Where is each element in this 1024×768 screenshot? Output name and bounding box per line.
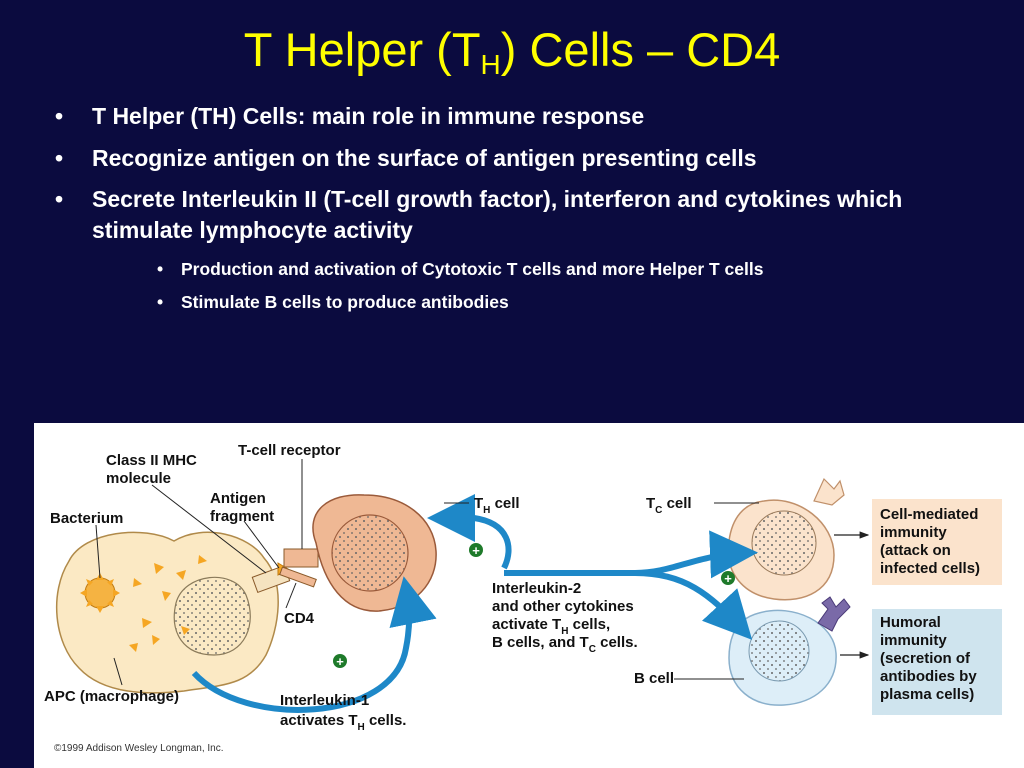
il2-line2: and other cytokines <box>492 598 634 615</box>
cell-mediated-box <box>872 499 1002 585</box>
b-nucleus <box>748 620 810 682</box>
il2-self-arrow <box>427 494 512 570</box>
svg-text:+: + <box>336 654 344 669</box>
tc-cell-label: TC cell <box>646 495 692 516</box>
bullet-2: •Recognize antigen on the surface of ant… <box>55 145 757 171</box>
cd4-molecule <box>279 566 317 588</box>
cm-line3: (attack on <box>880 542 951 559</box>
humoral-box <box>872 609 1002 715</box>
svg-text:+: + <box>472 543 480 558</box>
il2-line1: Interleukin-2 <box>492 580 581 597</box>
il1-arrow <box>191 576 437 713</box>
bacterium-icon <box>80 573 120 613</box>
antibody-icon <box>817 596 851 632</box>
cd4-label: CD4 <box>284 610 315 627</box>
hum-line1: Humoral <box>880 614 941 631</box>
th-nucleus <box>331 514 409 592</box>
leader-lines <box>95 459 759 686</box>
apc-label: APC (macrophage) <box>44 688 179 705</box>
il2-split-arrow <box>504 530 758 579</box>
apc-nucleus <box>173 576 251 656</box>
plus-icon-2: + <box>721 571 735 586</box>
il2-line3: activate TH cells, <box>492 616 610 637</box>
antigen-fragments <box>129 555 207 652</box>
copyright-text: ©1999 Addison Wesley Longman, Inc. <box>54 743 224 754</box>
bullet-1: •T Helper (TH) Cells: main role in immun… <box>55 103 645 129</box>
page-title: T Helper (TH) Cells – CD4 <box>243 23 781 80</box>
cm-line2: immunity <box>880 524 947 541</box>
hum-line2: immunity <box>880 632 947 649</box>
il1-line1: Interleukin-1 <box>280 692 369 709</box>
il2-line4: B cells, and TC cells. <box>492 634 638 655</box>
sub-bullet-2: •Stimulate B cells to produce antibodies <box>157 292 509 312</box>
class2-mhc-label-1: Class II MHC <box>106 452 197 469</box>
tc-receptor <box>813 477 845 506</box>
b-cell-label: B cell <box>634 670 674 687</box>
hum-line4: antibodies by <box>880 668 977 685</box>
plus-icon-3: + <box>333 654 347 669</box>
il1-line2: activates TH cells. <box>280 712 406 733</box>
cm-line1: Cell-mediated <box>880 506 978 523</box>
hum-line5: plasma cells) <box>880 686 974 703</box>
tc-nucleus <box>751 510 817 576</box>
sub-bullet-1: •Production and activation of Cytotoxic … <box>157 259 764 279</box>
antigen-label-2: fragment <box>210 508 274 525</box>
il2-b-arrow <box>633 570 753 640</box>
bullet-3: •Secrete Interleukin II (T-cell growth f… <box>55 186 903 243</box>
hum-line3: (secretion of <box>880 650 971 667</box>
cm-line4: infected cells) <box>880 560 980 577</box>
svg-text:+: + <box>724 571 732 586</box>
th-cell-label: TH cell <box>474 495 520 516</box>
figure-svg: + + + Class II MHC molecule T-cell recep… <box>44 442 1002 754</box>
bacterium-label: Bacterium <box>50 510 123 527</box>
tcell-receptor-label: T-cell receptor <box>238 442 341 459</box>
class2-mhc-label-2: molecule <box>106 470 171 487</box>
antigen-label-1: Antigen <box>210 490 266 507</box>
immune-response-figure: + + + Class II MHC molecule T-cell recep… <box>34 423 1024 768</box>
tcell-receptor <box>283 548 319 568</box>
plus-icon-1: + <box>469 543 483 558</box>
